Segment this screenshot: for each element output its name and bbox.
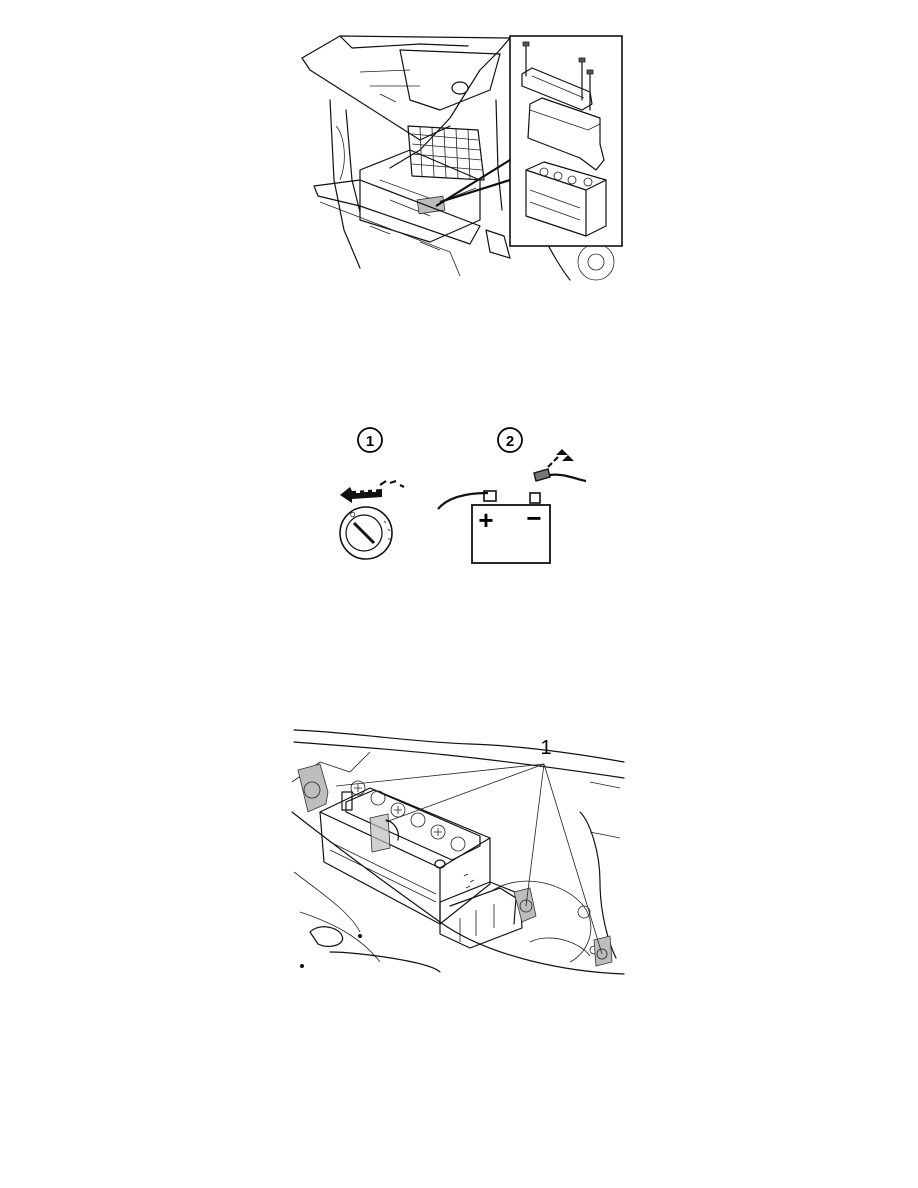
step-2-number: 2 (497, 427, 523, 453)
step-1-number: 1 (357, 427, 383, 453)
disconnect-steps-illustration: 1 2 O + (339, 425, 596, 570)
cargo-net-icon (407, 125, 485, 181)
battery-negative-disconnect-icon: + − (437, 449, 587, 564)
svg-text:−: − (526, 503, 541, 533)
svg-text:1: 1 (540, 737, 551, 759)
svg-text:2: 2 (506, 433, 514, 450)
svg-text:O: O (350, 512, 356, 519)
battery-icon (525, 161, 607, 237)
svg-text:1: 1 (366, 433, 374, 450)
callout-label-1: 1 (540, 737, 551, 759)
battery-detail-inset (509, 35, 623, 247)
trunk-battery-illustration (300, 30, 624, 282)
car-trunk-battery-icon (301, 35, 623, 281)
callout-lines (335, 763, 603, 955)
battery-mounting-bay-icon: 1 (291, 729, 625, 975)
disconnect-steps-icon: 1 2 O + (339, 427, 587, 564)
ignition-key-off-icon: O (339, 479, 405, 560)
battery-bay-illustration: 1 (290, 722, 626, 978)
svg-text:+: + (478, 505, 493, 535)
battery-icon (319, 780, 491, 925)
